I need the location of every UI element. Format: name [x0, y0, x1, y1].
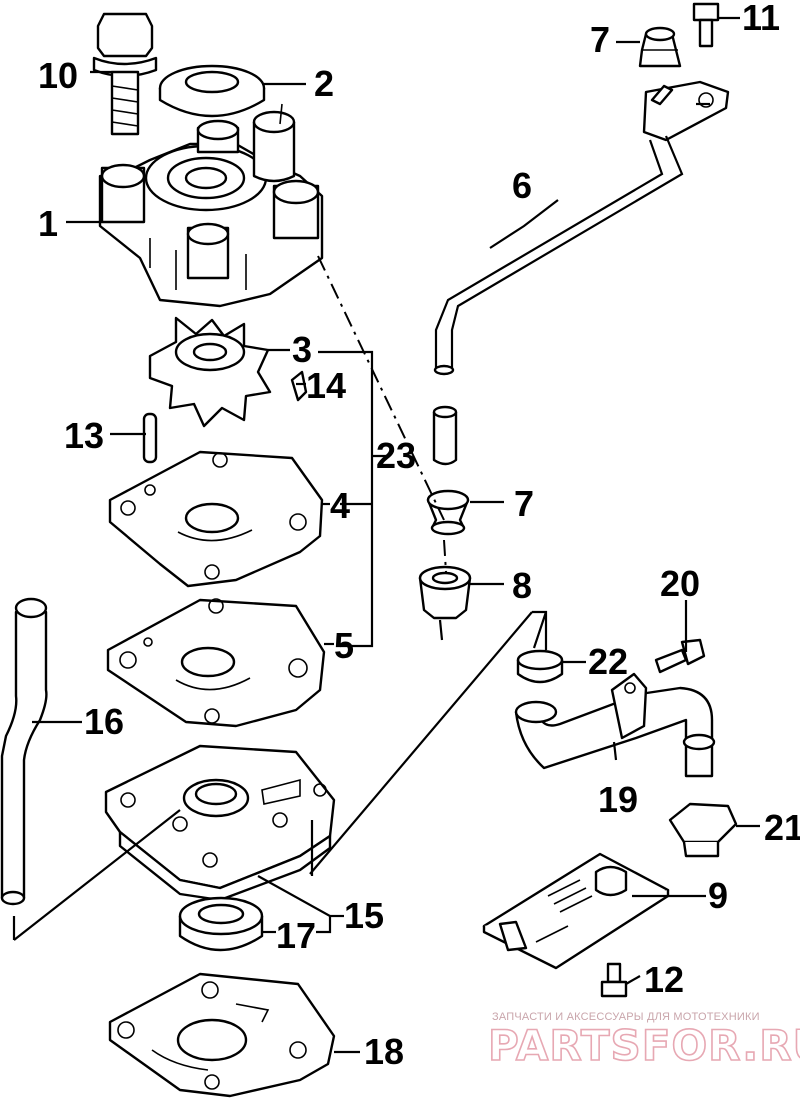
callout-7-lower: 7: [514, 483, 534, 524]
part-12-screw: [600, 962, 628, 998]
part-6-water-pipe: [432, 80, 730, 466]
callout-16: 16: [84, 701, 124, 742]
callout-9: 9: [708, 875, 728, 916]
part-14-key: [290, 370, 308, 402]
callout-21: 21: [764, 807, 800, 848]
callout-3: 3: [292, 329, 312, 370]
part-7-grommet-top: [638, 26, 682, 68]
watermark-tagline: ЗАПЧАСТИ И АКСЕССУАРЫ ДЛЯ МОТОТЕХНИКИ: [492, 1011, 760, 1023]
part-7-grommet-lower: [426, 489, 470, 536]
callout-4: 4: [330, 485, 350, 526]
callout-8: 8: [512, 565, 532, 606]
part-17-oil-seal: [178, 896, 264, 952]
callout-labels: 10 2 1 3 14 13 23 4 5 16 15 17 18 7 11 6…: [38, 0, 800, 1072]
callout-7-top: 7: [590, 19, 610, 60]
part-15-pump-case: [104, 744, 336, 902]
callout-23: 23: [376, 435, 416, 476]
leader-lines: [12, 16, 760, 1054]
part-3-impeller: [148, 316, 272, 428]
part-9-plate: [482, 852, 670, 970]
callout-19: 19: [598, 779, 638, 820]
part-8-seal: [418, 565, 472, 641]
part-22-collar: [516, 649, 564, 684]
part-20-bolt: [654, 638, 706, 674]
callout-5: 5: [334, 625, 354, 666]
watermark-logo: ЗАПЧАСТИ И АКСЕССУАРЫ ДЛЯ МОТОТЕХНИКИ PA…: [487, 1011, 800, 1071]
part-5-gasket: [106, 598, 326, 728]
part-11-screw: [692, 2, 720, 48]
part-16-tube: [0, 597, 48, 906]
part-18-gasket: [108, 972, 336, 1098]
watermark-brand: PARTSFOR.RU: [488, 1021, 800, 1070]
callout-2: 2: [314, 63, 334, 104]
callout-22: 22: [588, 641, 628, 682]
callout-18: 18: [364, 1031, 404, 1072]
part-10-bolt: [92, 12, 158, 136]
part-13-dowel-pin: [142, 412, 158, 464]
callout-12: 12: [644, 959, 684, 1000]
callout-13: 13: [64, 415, 104, 456]
part-21-grommet: [668, 802, 738, 858]
callout-15: 15: [344, 895, 384, 936]
callout-1: 1: [38, 203, 58, 244]
part-19-elbow-pipe: [514, 672, 716, 778]
callout-17: 17: [276, 915, 316, 956]
part-2-seal-ring: [158, 64, 266, 118]
callout-10: 10: [38, 55, 78, 96]
part-4-wear-plate: [108, 450, 324, 588]
callout-14: 14: [306, 365, 346, 406]
callout-20: 20: [660, 563, 700, 604]
callout-6: 6: [512, 165, 532, 206]
callout-11: 11: [742, 0, 780, 38]
part-1-pump-housing: [98, 103, 324, 308]
